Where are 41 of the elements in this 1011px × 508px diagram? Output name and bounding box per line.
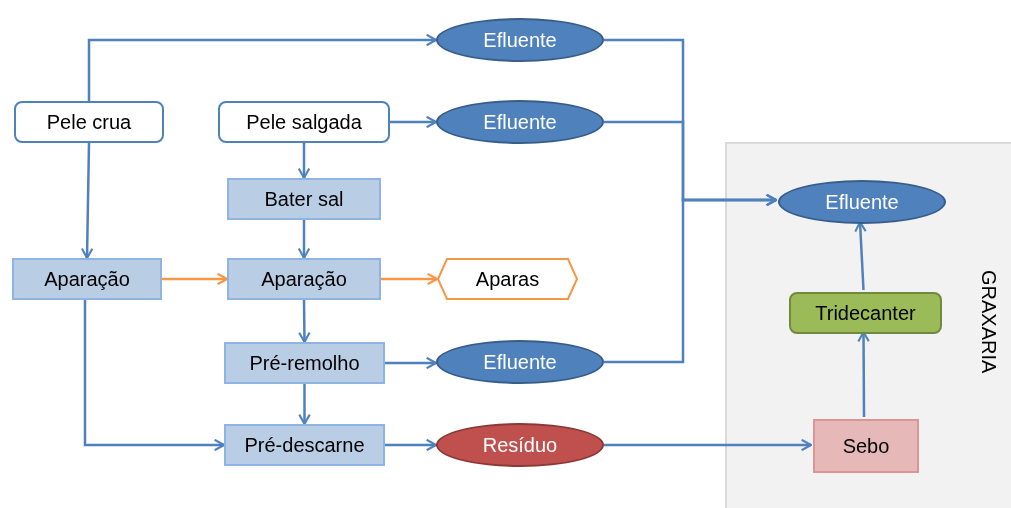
arrow	[162, 272, 229, 286]
output-hexagon	[437, 258, 578, 300]
section-label: GRAXARIA	[977, 270, 1000, 374]
arrow	[297, 220, 311, 260]
node-label: Pele salgada	[246, 110, 362, 134]
node-label: Efluente	[825, 190, 899, 214]
node-label: Efluente	[483, 350, 557, 374]
node-label: Aparação	[44, 267, 130, 291]
start-box	[14, 101, 164, 143]
arrow	[87, 33, 438, 101]
arrow	[297, 143, 311, 180]
start-box	[218, 101, 390, 143]
node-label: Bater sal	[264, 187, 344, 211]
arrow	[298, 384, 311, 426]
arrow	[80, 142, 94, 260]
arrow	[83, 300, 226, 452]
product-box	[813, 419, 919, 473]
process-box	[224, 342, 385, 384]
node-label: Efluente	[483, 110, 557, 134]
arrow	[604, 438, 813, 452]
process-box	[227, 258, 381, 300]
node-label: Pele crua	[46, 110, 132, 134]
arrow	[385, 356, 438, 370]
node-label: Aparas	[475, 267, 540, 291]
arrow	[298, 300, 311, 344]
arrow	[385, 438, 438, 452]
node-label: Resíduo	[482, 433, 558, 457]
process-box	[12, 258, 162, 300]
node-label: Sebo	[842, 434, 890, 458]
node-label: Efluente	[483, 28, 557, 52]
arrow	[604, 193, 778, 364]
arrow	[390, 115, 438, 129]
process-box	[227, 178, 381, 220]
arrow	[381, 272, 439, 286]
node-label: Pré-descarne	[244, 433, 365, 457]
process-box	[789, 292, 942, 334]
section-panel	[725, 142, 1011, 508]
process-box	[224, 424, 385, 466]
node-label: Tridecanter	[815, 301, 916, 325]
node-label: Aparação	[261, 267, 347, 291]
node-label: Pré-remolho	[249, 351, 360, 375]
